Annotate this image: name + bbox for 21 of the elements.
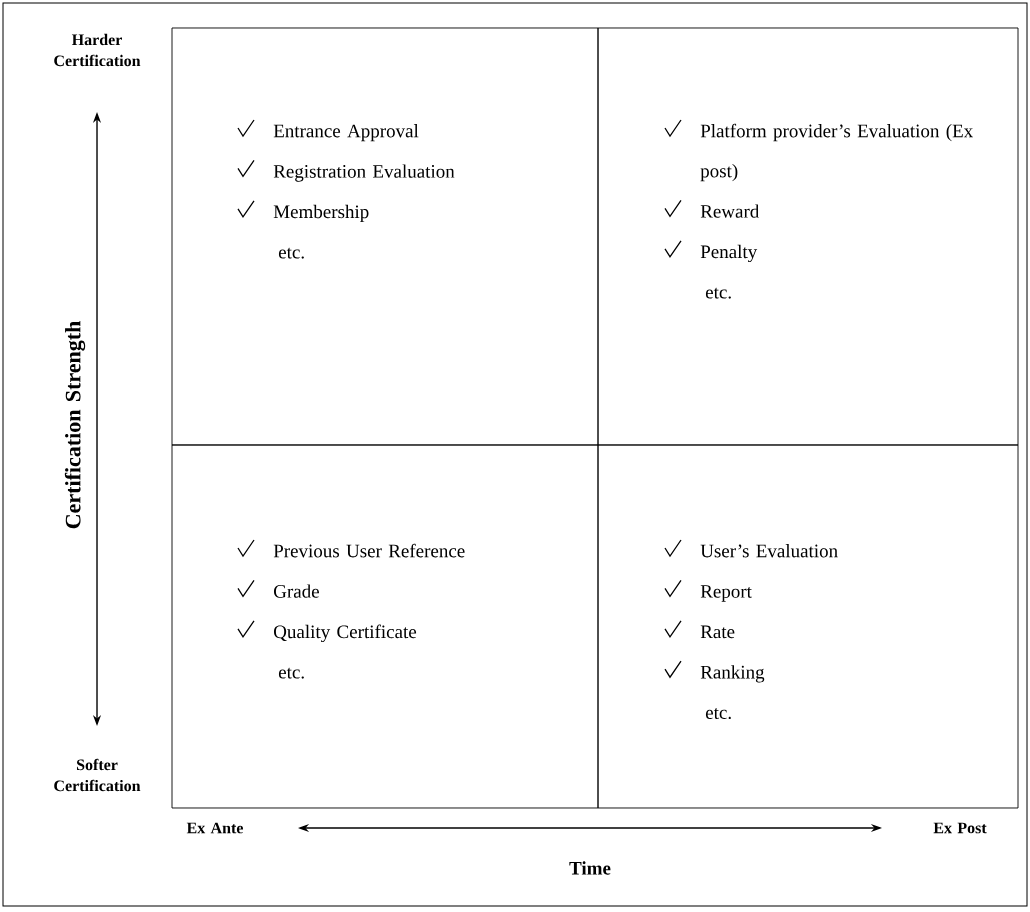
- list-item-text: Membership: [273, 204, 369, 223]
- list-item-text: Entrance Approval: [273, 124, 419, 142]
- axis-label: Softer Certification: [54, 758, 141, 792]
- etc-text: etc.: [705, 708, 731, 720]
- axis-label: Certification Strength: [64, 321, 86, 529]
- axis-label: Harder Certification: [54, 33, 141, 67]
- list-item-text: Ranking: [700, 665, 765, 683]
- list-item-text: User’s Evaluation: [700, 544, 838, 558]
- list-item-text: Penalty: [700, 244, 758, 263]
- list-item-text: Rate: [700, 625, 735, 639]
- list-item-text: Report: [700, 585, 752, 602]
- etc-text: etc.: [278, 247, 304, 259]
- list-item-text: Platform provider’s Evaluation (Ex post): [700, 123, 973, 182]
- axis-label: Time: [569, 861, 611, 875]
- list-item-text: Registration Evaluation: [273, 164, 455, 182]
- list-item-text: Reward: [700, 204, 760, 218]
- list-item-text: Grade: [274, 584, 319, 598]
- list-item-text: Previous User Reference: [273, 543, 465, 558]
- etc-text: etc.: [278, 667, 304, 679]
- etc-text: etc.: [705, 287, 731, 299]
- list-item-text: Quality Certificate: [274, 624, 417, 643]
